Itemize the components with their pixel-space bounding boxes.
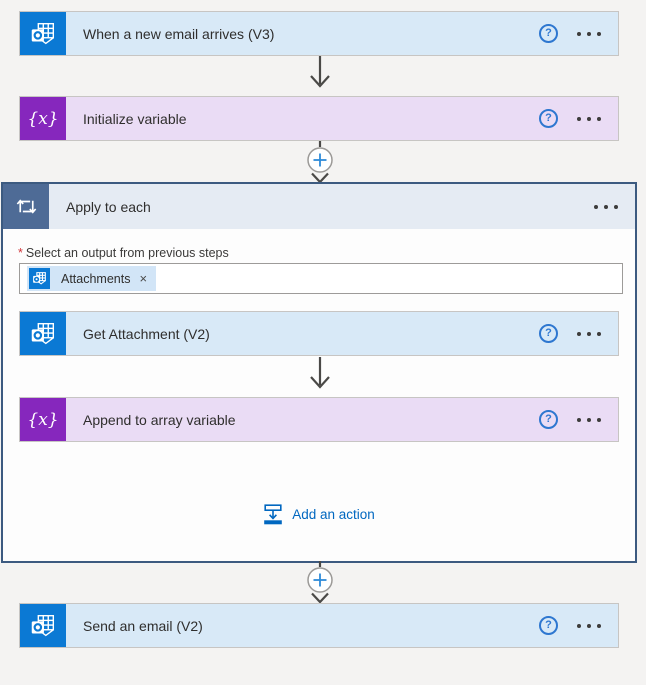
apply-to-each-header[interactable]: Apply to each xyxy=(3,184,635,229)
ellipsis-menu-icon[interactable] xyxy=(577,623,601,628)
card-title: Get Attachment (V2) xyxy=(83,325,210,342)
help-icon[interactable]: ? xyxy=(539,24,558,43)
outlook-icon xyxy=(20,604,66,647)
loop-icon xyxy=(3,184,49,229)
outlook-icon xyxy=(20,12,66,55)
card-title: Initialize variable xyxy=(83,110,187,127)
help-icon[interactable]: ? xyxy=(539,324,558,343)
help-icon[interactable]: ? xyxy=(539,109,558,128)
card-title: When a new email arrives (V3) xyxy=(83,25,275,42)
add-action-icon xyxy=(264,504,283,525)
attachments-token[interactable]: Attachments × xyxy=(27,266,157,291)
connector-arrow xyxy=(310,357,330,389)
outlook-icon xyxy=(20,312,66,355)
trigger-card-when-new-email[interactable]: When a new email arrives (V3) ? xyxy=(19,11,619,56)
ellipsis-menu-icon[interactable] xyxy=(577,331,601,336)
connector-arrow xyxy=(310,56,330,88)
ellipsis-menu-icon[interactable] xyxy=(594,204,618,209)
field-label: *Select an output from previous steps xyxy=(18,246,229,260)
action-card-get-attachment[interactable]: Get Attachment (V2) ? xyxy=(19,311,619,356)
token-label: Attachments xyxy=(61,271,131,286)
card-title: Append to array variable xyxy=(83,411,236,428)
outlook-icon xyxy=(29,268,50,289)
action-card-append-to-array[interactable]: {x} Append to array variable ? xyxy=(19,397,619,442)
action-card-initialize-variable[interactable]: {x} Initialize variable ? xyxy=(19,96,619,141)
variable-icon: {x} xyxy=(20,398,66,441)
apply-to-each-scope: Apply to each *Select an output from pre… xyxy=(1,182,637,563)
insert-step-plus-button[interactable] xyxy=(302,141,338,184)
token-remove-icon[interactable]: × xyxy=(139,271,148,286)
scope-title: Apply to each xyxy=(66,198,151,215)
help-icon[interactable]: ? xyxy=(539,616,558,635)
output-select-input[interactable]: Attachments × xyxy=(19,263,623,294)
variable-icon: {x} xyxy=(20,97,66,140)
help-icon[interactable]: ? xyxy=(539,410,558,429)
add-an-action-button[interactable]: Add an action xyxy=(3,504,635,525)
insert-step-plus-button[interactable] xyxy=(302,561,338,604)
action-card-send-email[interactable]: Send an email (V2) ? xyxy=(19,603,619,648)
required-marker: * xyxy=(18,246,23,260)
ellipsis-menu-icon[interactable] xyxy=(577,417,601,422)
card-title: Send an email (V2) xyxy=(83,617,203,634)
ellipsis-menu-icon[interactable] xyxy=(577,31,601,36)
ellipsis-menu-icon[interactable] xyxy=(577,116,601,121)
add-action-label: Add an action xyxy=(292,507,375,522)
